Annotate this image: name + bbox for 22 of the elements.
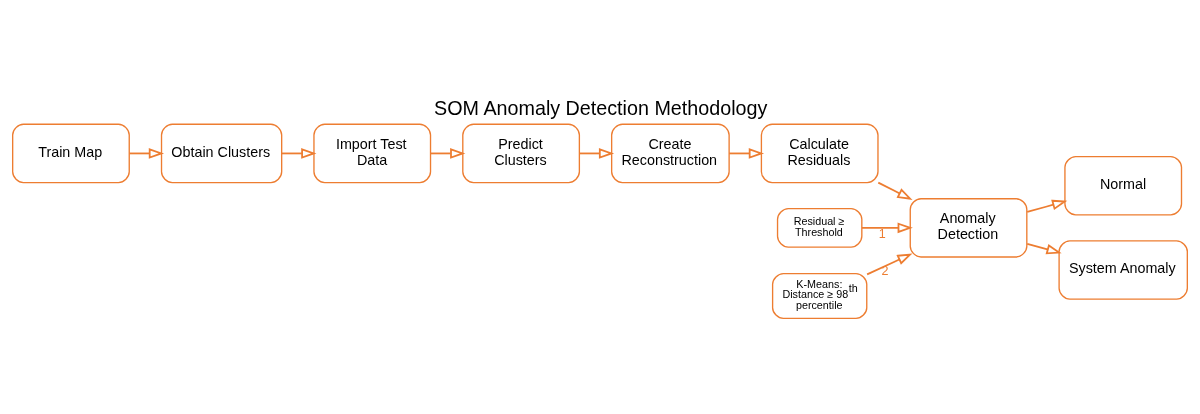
arrow [1026, 199, 1068, 213]
node-box: Train Map [12, 123, 130, 184]
arrow [128, 148, 165, 159]
node-box: Residual ≥ Threshold [776, 207, 863, 248]
node-box: Calculate Residuals [760, 123, 879, 184]
node-box: Obtain Clusters [160, 123, 283, 184]
node-box: Predict Clusters [462, 123, 581, 184]
arrow [877, 181, 913, 200]
node-box: Import Test Data [313, 123, 432, 184]
arrow [1026, 242, 1062, 255]
arrow [866, 253, 913, 276]
arrow [429, 148, 466, 159]
node-box: Normal [1064, 155, 1183, 216]
diagram-title: SOM Anomaly Detection Methodology [434, 96, 768, 119]
edge-label: 1 [878, 226, 886, 241]
arrow [280, 148, 317, 159]
arrow [578, 148, 615, 159]
node-box: System Anomaly [1058, 240, 1188, 300]
node-box: Anomaly Detection [909, 198, 1028, 258]
node-box: Create Reconstruction [611, 123, 730, 184]
arrow [728, 148, 765, 159]
arrow [861, 222, 913, 234]
